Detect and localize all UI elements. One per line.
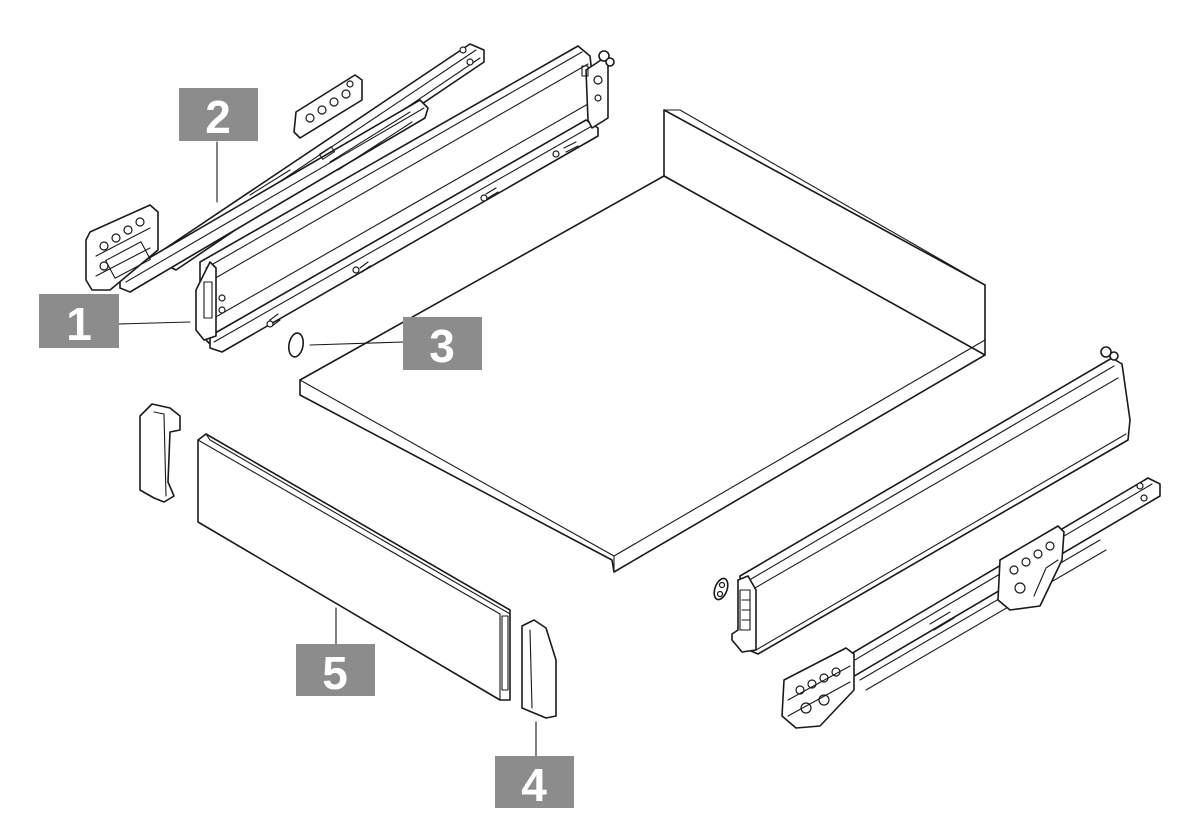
front-end-cap-right: [521, 619, 557, 757]
callout-4-number: 4: [521, 759, 547, 811]
callout-2-number: 2: [205, 91, 231, 143]
callout-3: 3: [403, 317, 482, 372]
left-drawer-side: [117, 45, 615, 353]
front-end-cap-left: [139, 403, 181, 503]
callout-3-number: 3: [429, 320, 455, 372]
callout-5: 5: [296, 644, 375, 699]
left-runner: [85, 43, 485, 293]
front-panel: [197, 433, 511, 701]
callout-1: 1: [39, 294, 119, 350]
drawer-bottom-panel: [299, 109, 986, 573]
callout-5-number: 5: [322, 647, 348, 699]
oval-clip: [287, 332, 405, 358]
right-runner: [781, 477, 1161, 729]
right-drawer-side: [713, 346, 1131, 655]
callout-1-number: 1: [66, 298, 92, 350]
callout-2: 2: [179, 88, 258, 143]
callout-4: 4: [495, 756, 574, 811]
